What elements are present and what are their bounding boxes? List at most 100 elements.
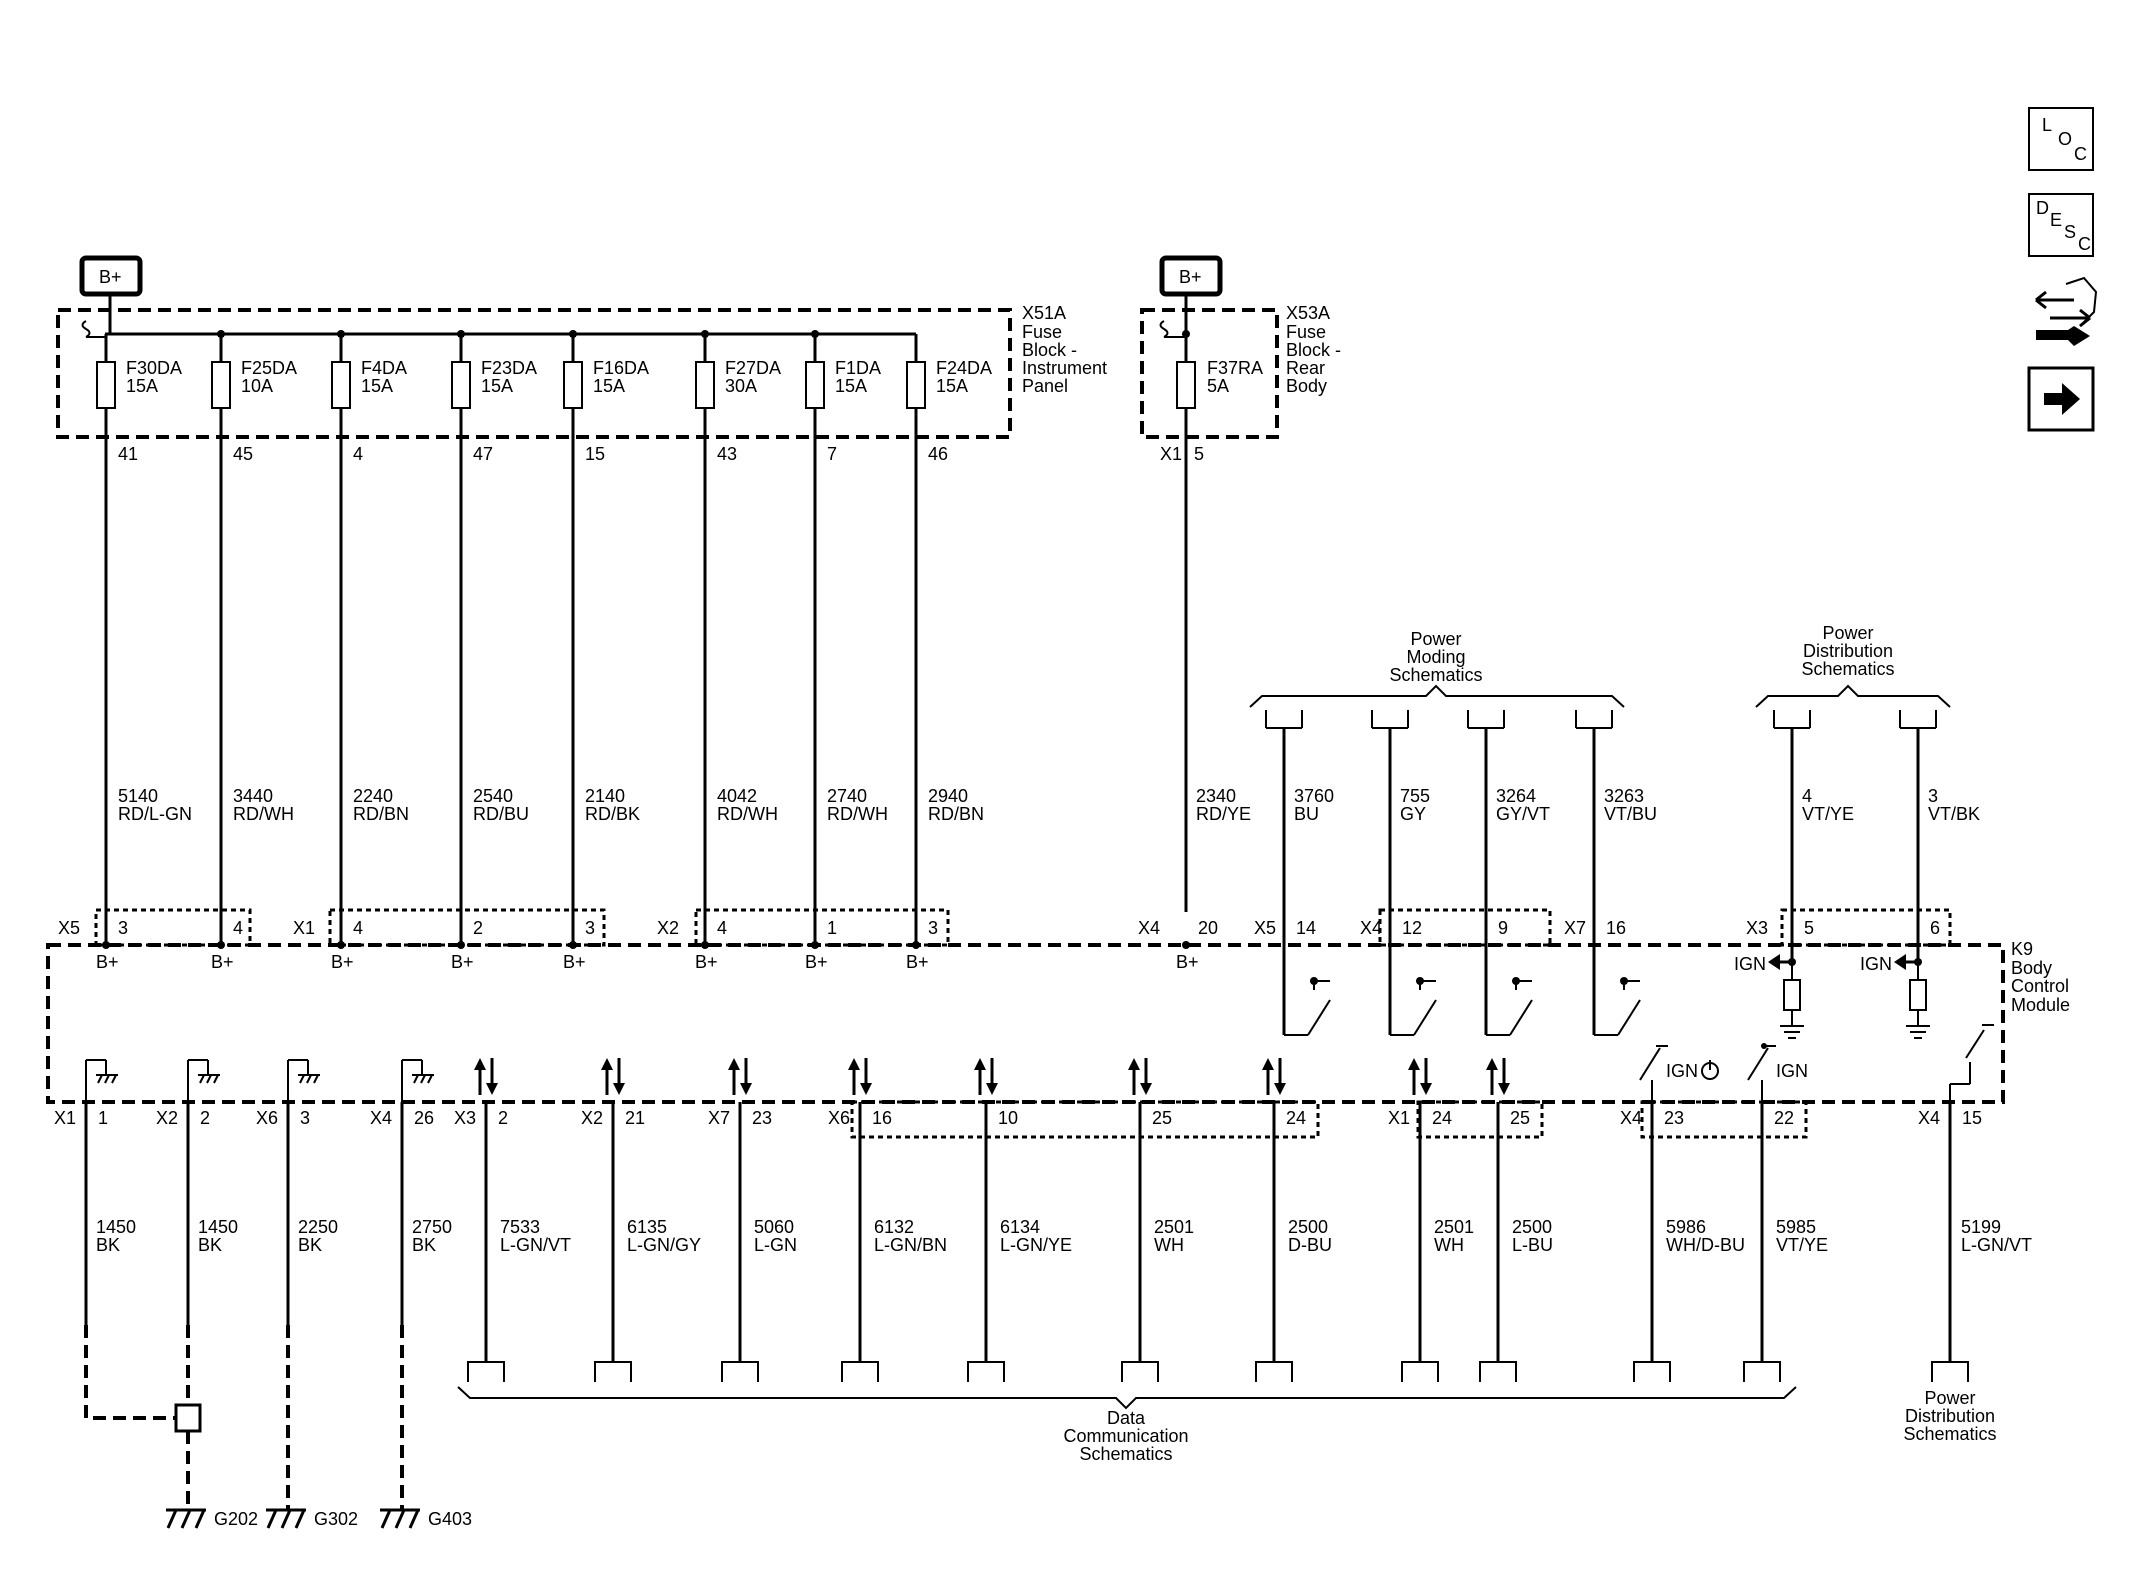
arrow-down-icon xyxy=(1140,1083,1152,1095)
wire-color: L-GN/GY xyxy=(627,1235,701,1255)
bplus-input-label: B+ xyxy=(1176,952,1199,972)
bcm-connector-shells xyxy=(94,908,1952,1139)
wire-circuit: 2500 xyxy=(1288,1217,1328,1237)
desc-icon-letter: D xyxy=(2036,198,2049,218)
battery-bplus-ip: B+ xyxy=(79,255,143,297)
svg-text:Distribution: Distribution xyxy=(1905,1406,1995,1426)
ground-hatch xyxy=(111,1074,117,1084)
svg-text:2340: 2340 xyxy=(1196,786,1236,806)
svg-text:Rear: Rear xyxy=(1286,358,1325,378)
pin-number: 16 xyxy=(1606,918,1626,938)
connector-terminal xyxy=(1265,710,1303,729)
svg-text:5199: 5199 xyxy=(1961,1217,2001,1237)
wire-circuit: 2140 xyxy=(585,786,625,806)
fuse-pin: 45 xyxy=(233,444,253,464)
pin-number: 3 xyxy=(300,1108,310,1128)
wire-color: RD/WH xyxy=(233,804,294,824)
pin-number: 24 xyxy=(1286,1108,1306,1128)
ground-hatch xyxy=(394,1509,406,1529)
pin-number: 21 xyxy=(625,1108,645,1128)
loc-icon-letter: L xyxy=(2042,115,2052,135)
svg-text:Power: Power xyxy=(1924,1388,1975,1408)
bplus-input-label: B+ xyxy=(695,952,718,972)
connector-id: X3 xyxy=(1746,918,1768,938)
svg-text:F37RA: F37RA xyxy=(1207,358,1263,378)
arrow-up-icon xyxy=(1128,1058,1140,1070)
ign-arrow-head xyxy=(1768,954,1780,970)
wire-circuit: 4 xyxy=(1802,786,1812,806)
svg-text:Schematics: Schematics xyxy=(1389,665,1482,685)
fuse-element xyxy=(451,361,471,409)
desc-button[interactable]: D E S C xyxy=(2028,193,2094,257)
connector-terminal xyxy=(841,1361,879,1382)
svg-text:Schematics: Schematics xyxy=(1079,1444,1172,1464)
wire-color: RD/BN xyxy=(353,804,409,824)
connector-repair-button[interactable] xyxy=(2035,276,2098,346)
wire-color: VT/BK xyxy=(1928,804,1980,824)
wire-color: RD/L-GN xyxy=(118,804,192,824)
wire-circuit: 2250 xyxy=(298,1217,338,1237)
bplus-input-label: B+ xyxy=(563,952,586,972)
pulldown-resistor xyxy=(1783,979,1801,1011)
ground-hatch xyxy=(180,1509,192,1529)
ground-path xyxy=(84,1325,176,1420)
fuse-block-instrument-panel: X51A Fuse Block - Instrument Panel xyxy=(56,303,1107,439)
ground-hatch xyxy=(413,1074,419,1084)
connector-id: X5 xyxy=(58,918,80,938)
loc-button[interactable]: L O C xyxy=(2028,107,2094,171)
next-page-button[interactable] xyxy=(2027,366,2095,432)
fuse-name: F24DA xyxy=(936,358,992,378)
fuse-rating: 15A xyxy=(481,376,513,396)
pin-number: 2 xyxy=(200,1108,210,1128)
pin-number: 6 xyxy=(1930,918,1940,938)
chassis-ground-g403: G403 xyxy=(380,1508,472,1529)
wire-circuit: 3440 xyxy=(233,786,273,806)
connector-terminal xyxy=(594,1361,632,1382)
ign-switch-inputs: IGN IGN xyxy=(1639,1043,1808,1102)
wire-circuit: 2740 xyxy=(827,786,867,806)
loc-icon-frame xyxy=(2028,107,2094,171)
connector-id: X4 xyxy=(1138,918,1160,938)
arrow-down-icon xyxy=(986,1083,998,1095)
wire-color: RD/WH xyxy=(827,804,888,824)
arrow-down-icon xyxy=(1498,1083,1510,1095)
connector-terminal xyxy=(1255,1361,1293,1382)
arrow-down-icon xyxy=(1420,1083,1432,1095)
wire-color: L-GN xyxy=(754,1235,797,1255)
connector-id: X2 xyxy=(657,918,679,938)
wire-circuit: 6132 xyxy=(874,1217,914,1237)
pin-number: 26 xyxy=(414,1108,434,1128)
ground-hatch xyxy=(194,1509,206,1529)
connector-terminal xyxy=(1633,1361,1671,1382)
power-distribution-reference-top: Power Distribution Schematics xyxy=(1755,623,1951,708)
pin-number: 10 xyxy=(998,1108,1018,1128)
pin-number: 16 xyxy=(872,1108,892,1128)
wire-color: WH xyxy=(1434,1235,1464,1255)
svg-text:Module: Module xyxy=(2011,995,2070,1015)
ground-hatch xyxy=(306,1074,312,1084)
ground-hatch xyxy=(280,1509,292,1529)
pin-number: 22 xyxy=(1774,1108,1794,1128)
loc-icon-letter: O xyxy=(2058,129,2072,149)
wire-color: L-GN/VT xyxy=(500,1235,571,1255)
wire-color: BK xyxy=(198,1235,222,1255)
arrow-down-icon xyxy=(613,1083,625,1095)
connector-id: X2 xyxy=(156,1108,178,1128)
fuse-rating: 30A xyxy=(725,376,757,396)
ground-hatch xyxy=(97,1074,103,1084)
connector-id: X2 xyxy=(581,1108,603,1128)
power-button-icon xyxy=(1701,1060,1719,1080)
ground-hatch xyxy=(294,1509,306,1529)
connector-terminal xyxy=(967,1361,1005,1382)
